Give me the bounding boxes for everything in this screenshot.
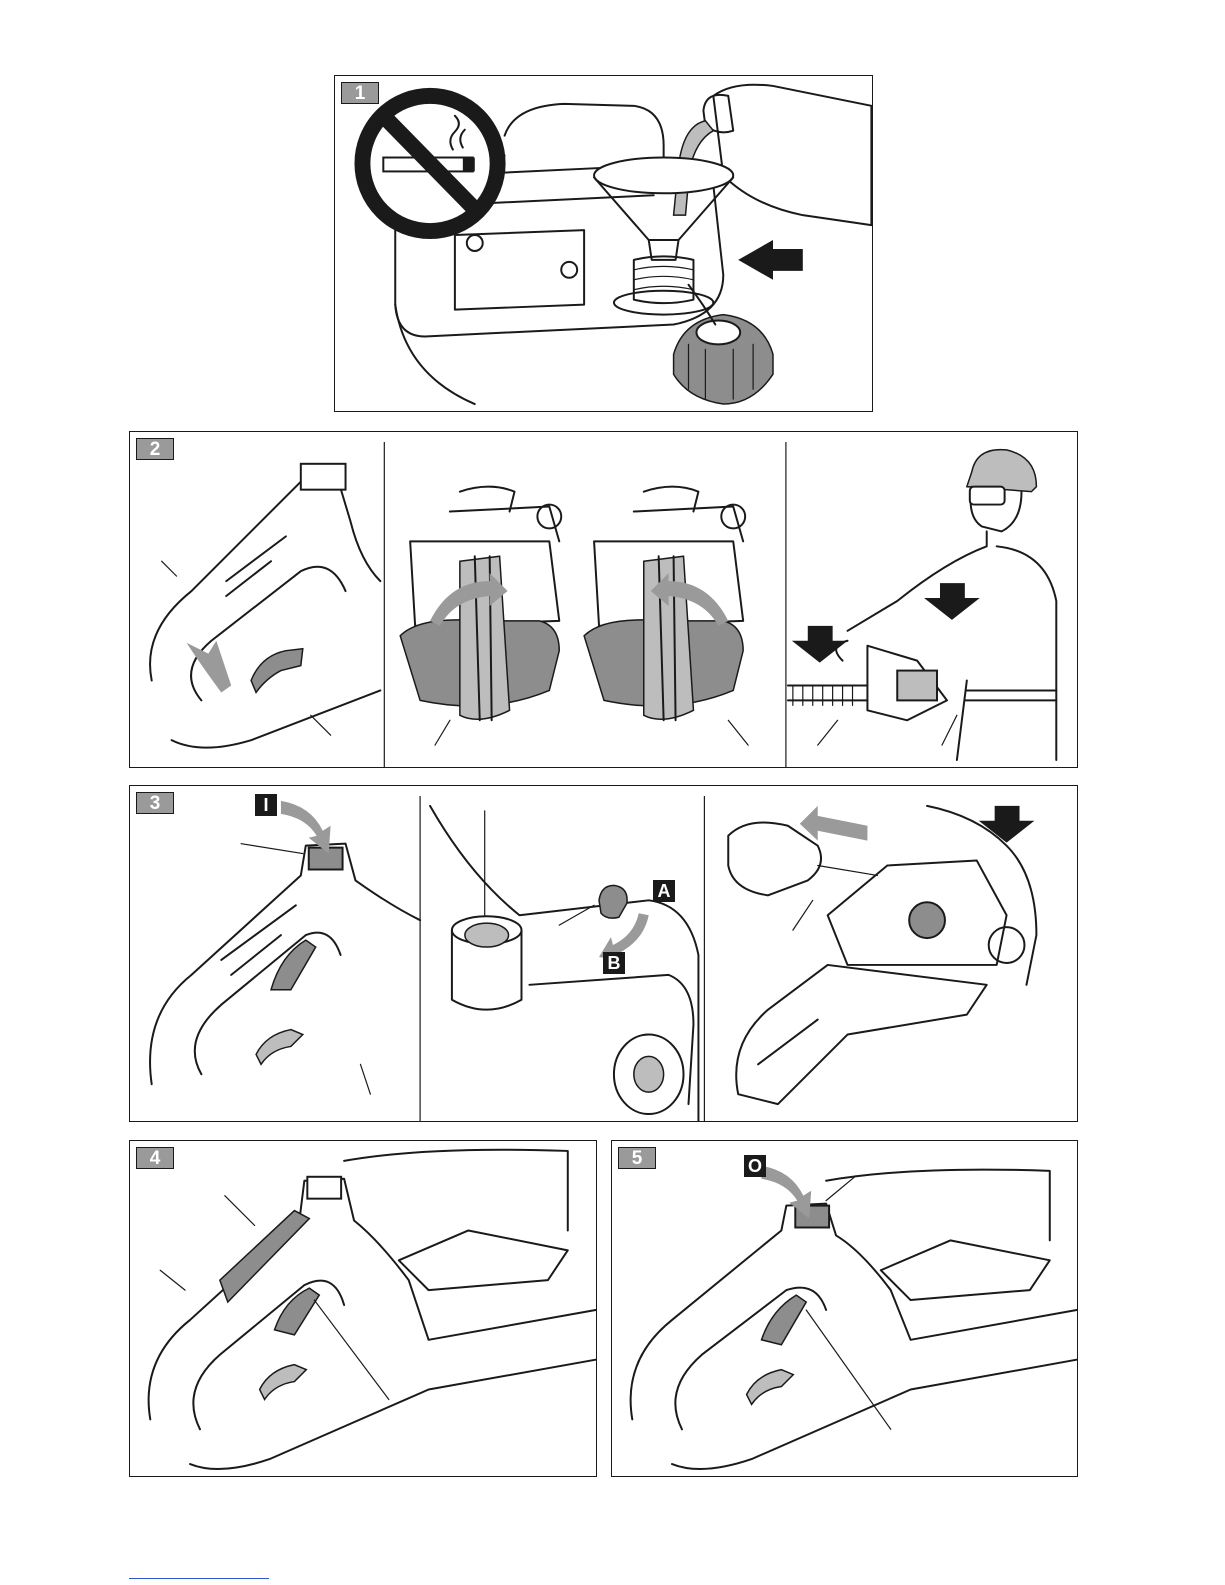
stop-illustration (612, 1141, 1077, 1476)
choke-illustration (430, 806, 698, 1121)
footer-rule (129, 1578, 269, 1579)
pull-start-illustration (728, 806, 1036, 1104)
figure-1: 1 (334, 75, 873, 412)
tag-choke-a: A (653, 880, 675, 902)
throttle-illustration (130, 1141, 596, 1476)
figure-number-3: 3 (136, 792, 174, 814)
tag-on-switch: I (255, 794, 277, 816)
figure-number-2: 2 (136, 438, 174, 460)
operator-illustration (788, 450, 1056, 760)
throttle-trigger-3 (761, 1295, 806, 1345)
throttle-trigger (271, 940, 316, 990)
engine-front-right (584, 487, 748, 745)
insert-arrow-icon (738, 240, 803, 280)
tag-choke-b: B (603, 952, 625, 974)
hold-illustration (130, 432, 1077, 767)
rear-handle-illustration (150, 464, 380, 748)
figure-number-1: 1 (341, 82, 379, 104)
fuel-canister (713, 85, 871, 225)
pull-arrow-icon (800, 806, 868, 841)
hold-arrow-icon (979, 806, 1035, 843)
engine-front-left (400, 487, 561, 745)
figure-number-4: 4 (136, 1147, 174, 1169)
figure-2: 2 (129, 431, 1078, 768)
figure-number-5: 5 (618, 1147, 656, 1169)
refuel-illustration (335, 76, 872, 411)
funnel-icon (594, 158, 733, 315)
press-arrow-icon-right (924, 583, 980, 620)
figure-4: 4 (129, 1140, 597, 1477)
figure-3: 3 I A B (129, 785, 1078, 1122)
tag-off-switch: O (744, 1155, 766, 1177)
fuel-cap-icon (674, 285, 773, 404)
lock-lever (251, 649, 303, 693)
safety-lever (220, 1211, 309, 1302)
switch-handle-illustration (150, 801, 420, 1094)
figure-5: 5 O (611, 1140, 1078, 1477)
no-smoking-icon (362, 96, 497, 231)
throttle-trigger-2 (275, 1288, 320, 1335)
choke-lever (599, 885, 627, 918)
